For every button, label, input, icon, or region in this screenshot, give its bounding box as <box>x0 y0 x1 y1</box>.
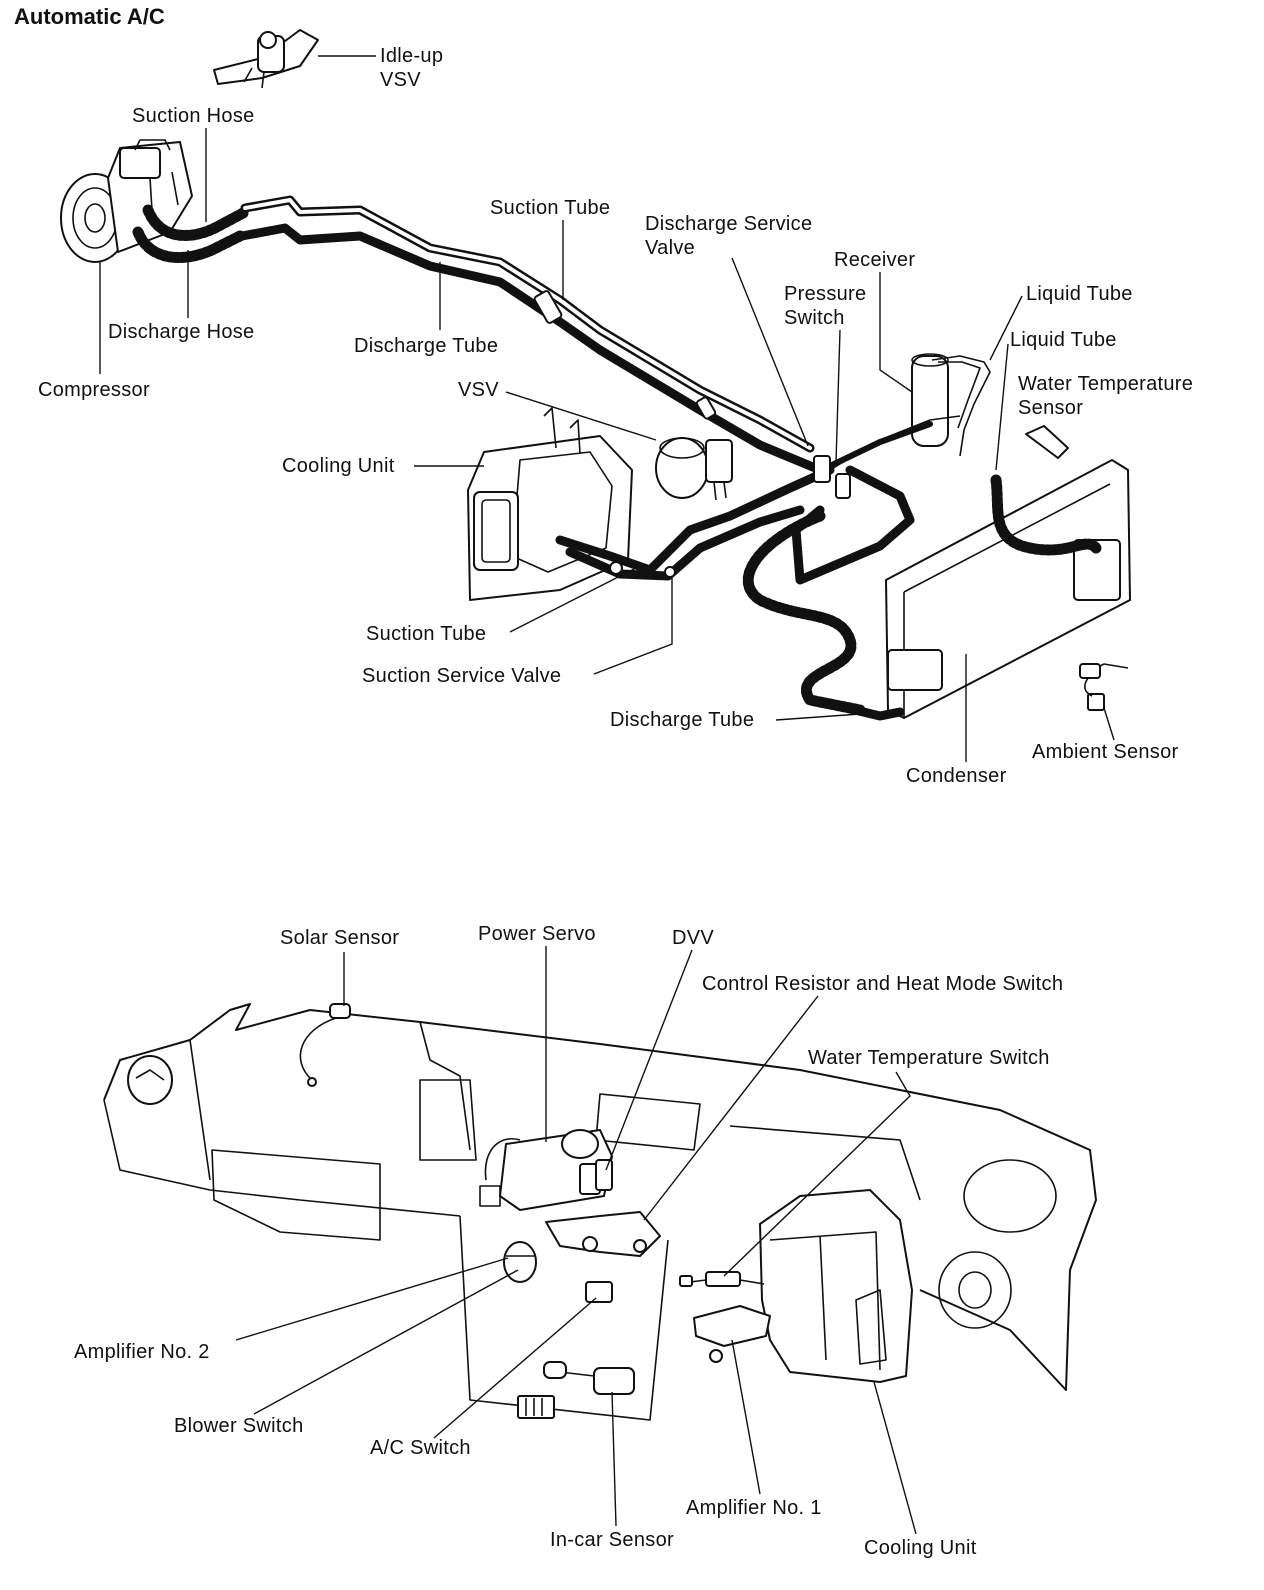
label-blower-switch: Blower Switch <box>174 1415 304 1437</box>
dvv-part <box>595 1159 613 1191</box>
label-suction-tube-bottom: Suction Tube <box>366 623 487 645</box>
amplifier-no1-part <box>693 1305 771 1363</box>
in-car-sensor-part <box>543 1361 635 1395</box>
compressor-part <box>60 139 193 263</box>
suction-hose-line <box>142 204 251 241</box>
amplifier-no2-part <box>503 1241 537 1283</box>
label-cooling-unit-upper: Cooling Unit <box>282 455 395 477</box>
label-water-temperature-switch: Water Temperature Switch <box>808 1047 1050 1069</box>
water-temperature-sensor-part <box>1025 425 1069 459</box>
label-compressor: Compressor <box>38 379 150 401</box>
ambient-sensor-part <box>1079 663 1129 711</box>
blower-switch-part <box>517 1395 555 1419</box>
label-liquid-tube-2: Liquid Tube <box>1010 329 1117 351</box>
label-power-servo: Power Servo <box>478 923 596 945</box>
vsv-part <box>655 437 733 501</box>
control-resistor-part <box>545 1211 661 1257</box>
idle-up-vsv-part <box>213 29 319 89</box>
right-speaker <box>963 1159 1057 1233</box>
condenser-part <box>885 459 1131 719</box>
label-discharge-hose: Discharge Hose <box>108 321 255 343</box>
label-vsv: VSV <box>458 379 499 401</box>
label-liquid-tube-1: Liquid Tube <box>1026 283 1133 305</box>
lower-leader-lines <box>235 946 917 1535</box>
receiver-part <box>911 353 949 447</box>
label-ac-switch: A/C Switch <box>370 1437 471 1459</box>
label-control-resistor: Control Resistor and Heat Mode Switch <box>702 973 1064 995</box>
label-discharge-tube-bottom: Discharge Tube <box>610 709 755 731</box>
discharge-hose-line <box>132 226 246 263</box>
label-ambient-sensor: Ambient Sensor <box>1032 741 1179 763</box>
lower-dashboard <box>103 946 1097 1535</box>
label-cooling-unit-lower: Cooling Unit <box>864 1537 977 1559</box>
power-servo-part <box>479 1129 613 1211</box>
ac-switch-part <box>585 1281 613 1303</box>
diagram-title: Automatic A/C <box>14 4 165 29</box>
label-dvv: DVV <box>672 927 715 949</box>
label-in-car-sensor: In-car Sensor <box>550 1529 674 1551</box>
left-gauge <box>127 1055 173 1105</box>
upper-leader-lines <box>99 55 1115 762</box>
dashboard-outline <box>103 1003 1097 1391</box>
suction-tube-lower-line <box>555 465 835 575</box>
discharge-tube-upper-line <box>237 223 825 475</box>
label-solar-sensor: Solar Sensor <box>280 927 400 949</box>
label-suction-service-valve: Suction Service Valve <box>362 665 562 687</box>
label-suction-tube-top: Suction Tube <box>490 197 611 219</box>
label-suction-hose: Suction Hose <box>132 105 255 127</box>
discharge-tube-condenser-line <box>791 465 915 585</box>
label-discharge-tube-top: Discharge Tube <box>354 335 499 357</box>
label-receiver: Receiver <box>834 249 916 271</box>
label-condenser: Condenser <box>906 765 1007 787</box>
label-amplifier-no2: Amplifier No. 2 <box>74 1341 210 1363</box>
liquid-tube-line <box>931 355 991 457</box>
upper-ac-system <box>60 29 1131 762</box>
solar-sensor-part <box>299 1003 351 1087</box>
label-amplifier-no1: Amplifier No. 1 <box>686 1497 822 1519</box>
water-temperature-switch-part <box>679 1271 765 1287</box>
